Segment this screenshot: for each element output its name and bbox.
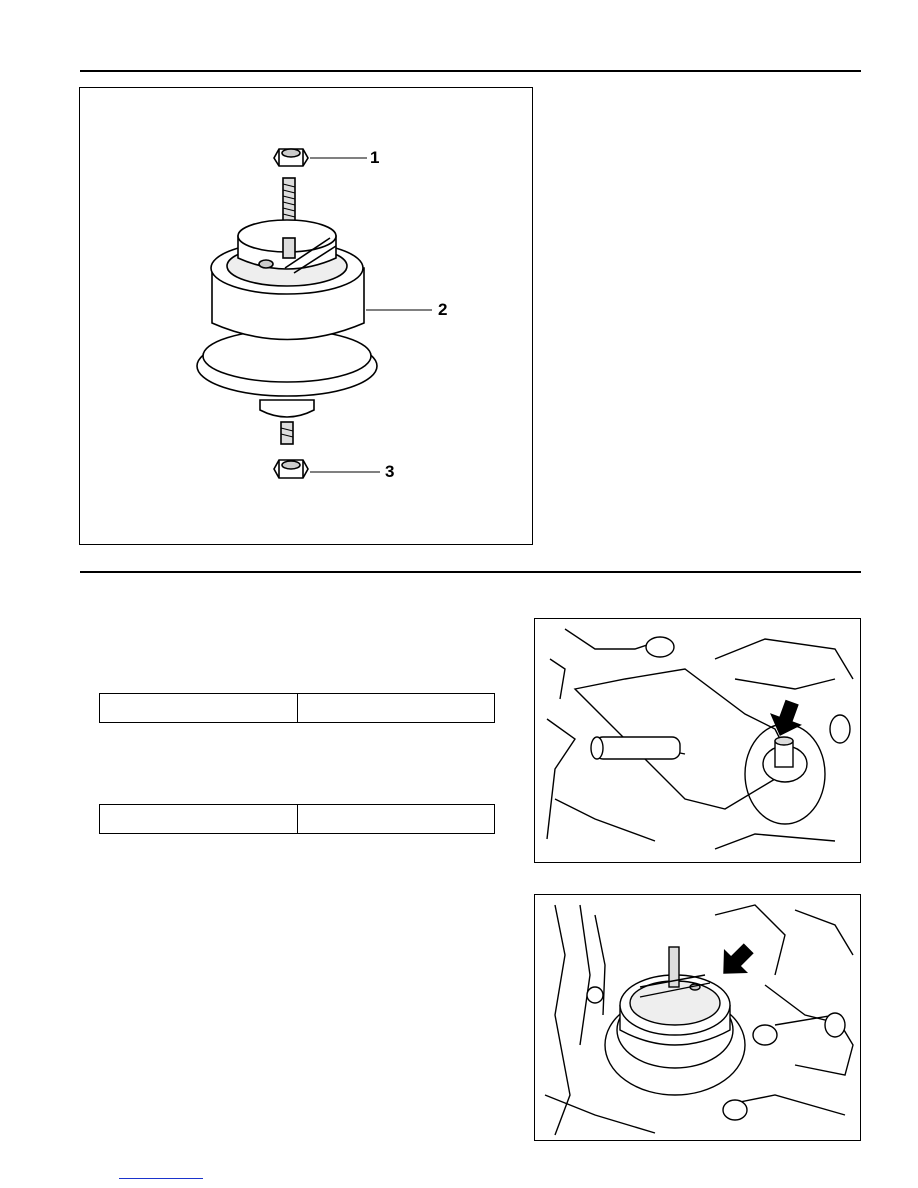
arrow-pointer-icon: [723, 943, 754, 974]
mount-bracket-nut-photo: [534, 618, 861, 863]
engine-mount-icon: [196, 148, 432, 479]
nut-icon: [273, 148, 309, 167]
arrow-pointer-icon: [770, 699, 802, 736]
footer-link-underline[interactable]: [119, 1178, 203, 1179]
spec-table-2: [99, 804, 495, 834]
spec-table-1-cell-2: [296, 694, 495, 722]
callout-3: 3: [385, 462, 395, 481]
callout-2: 2: [438, 300, 448, 319]
engine-mount-installed-photo: [534, 894, 861, 1141]
mount-bracket-nut-photo-drawing: [546, 628, 854, 850]
engine-mount-installed-photo-drawing: [544, 904, 854, 1136]
spec-table-2-cell-1: [100, 805, 297, 833]
callout-1: 1: [370, 148, 380, 167]
exploded-view-figure: 1 2 3: [79, 87, 533, 545]
spec-table-1: [99, 693, 495, 723]
nut-icon: [273, 459, 309, 479]
top-rule: [80, 70, 861, 72]
spec-table-2-cell-2: [296, 805, 495, 833]
section-rule: [80, 571, 861, 573]
spec-table-1-cell-1: [100, 694, 297, 722]
